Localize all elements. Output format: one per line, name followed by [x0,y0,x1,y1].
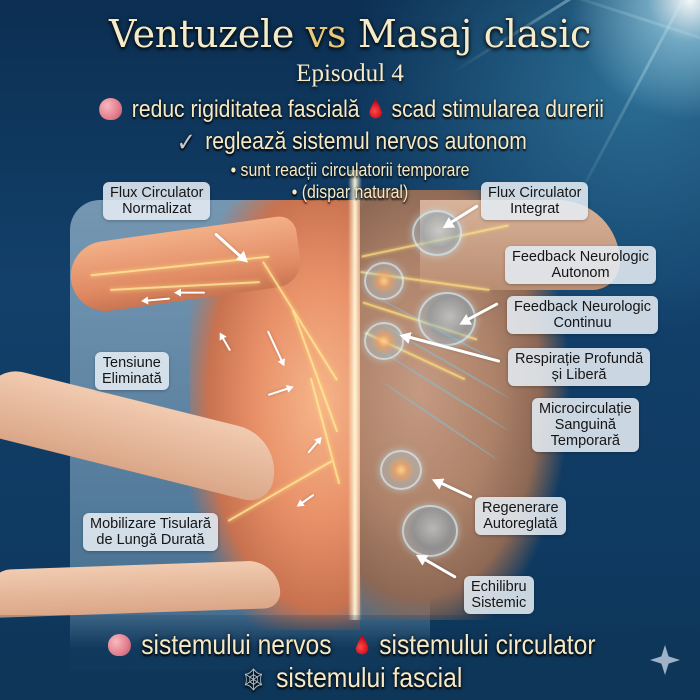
benefit-text: reglează sistemul nervos autonom [205,127,527,155]
spine-divider [348,170,362,620]
label-line: Respirație Profundă [515,351,644,367]
label-line: Temporară [550,433,620,449]
label-mobilizare-tisulara: Mobilizare Tisulară de Lungă Durată [83,513,218,551]
label-line: Integrat [510,201,560,217]
footer-band [0,615,700,700]
label-line: Mobilizare Tisulară [90,516,211,532]
blood-drop-icon [368,98,383,119]
label-line: Normalizat [122,201,192,217]
cupping-cup [380,450,422,490]
label-line: Autoreglată [483,516,558,532]
therapist-hand-lower [0,559,281,619]
label-line: Regenerare [482,500,559,516]
episode-subtitle: Episodul 4 [296,60,404,87]
label-line: Sistemic [471,595,527,611]
label-line: Eliminată [102,371,162,387]
label-line: Continuu [553,315,612,331]
label-line: Feedback Neurologic [512,249,650,265]
label-flux-circulator-integrat: Flux Circulator Integrat [481,182,589,220]
cupping-cup [364,322,404,360]
label-line: de Lungă Durată [96,532,205,548]
brain-icon [107,633,131,656]
benefits-line-1: reduc rigiditatea fascială scad stimular… [42,96,658,124]
title-part-1: Ventuzele [108,12,295,56]
label-line: Flux Circulator [110,185,204,201]
label-flux-circulator-normalizat: Flux Circulator Normalizat [103,182,211,220]
label-regenerare-autoreglata: Regenerare Autoreglată [475,497,566,535]
label-respiratie-profunda: Respirație Profundă și Liberă [508,348,651,386]
benefits-line-3: • sunt reacții circulatorii temporare [230,160,470,180]
blood-drop-icon [355,634,369,655]
page-title: Ventuzele vs Masaj clasic [0,12,700,56]
footer-line-2: 🕸 sistemului fascial [42,662,658,694]
arrow-icon [177,292,205,294]
back-illustration [0,170,700,670]
footer-text: sistemului nervos [141,629,332,660]
label-line: Echilibru [471,579,527,595]
label-line: Tensiune [102,355,161,371]
label-line: Feedback Neurologic [514,299,652,315]
title-part-2: Masaj clasic [358,12,592,56]
cupping-cup [402,505,458,557]
label-line: Flux Circulator [488,185,582,201]
footer-line-1: sistemului nervos sistemului circulator [42,629,658,661]
label-tensiune-eliminata: Tensiune Eliminată [95,352,169,390]
label-feedback-neurologic-continuu: Feedback Neurologic Continuu [507,296,659,334]
label-microcirculatie-sanguina: Microcirculație Sanguină Temporară [532,398,639,452]
benefits-line-4: • (dispar natural) [291,182,409,202]
benefits-line-2: ✓ reglează sistemul nervos autonom [42,127,658,158]
title-vs: vs [305,12,347,56]
footer-text: sistemului fascial [276,662,463,693]
brain-icon [99,97,123,120]
label-line: Microcirculație [539,401,632,417]
label-line: Sanguină [554,417,616,433]
footer-text: sistemului circulator [379,629,596,660]
check-icon: ✓ [176,127,196,157]
spider-web-icon: 🕸 [241,666,266,692]
label-feedback-neurologic-autonom: Feedback Neurologic Autonom [505,246,657,284]
cupping-cup [364,262,404,300]
benefit-text: reduc rigiditatea fascială [131,96,360,123]
label-line: și Liberă [551,367,607,383]
label-line: Autonom [551,265,610,281]
benefit-text: scad stimularea durerii [391,96,604,123]
label-echilibru-sistemic: Echilibru Sistemic [464,576,534,614]
